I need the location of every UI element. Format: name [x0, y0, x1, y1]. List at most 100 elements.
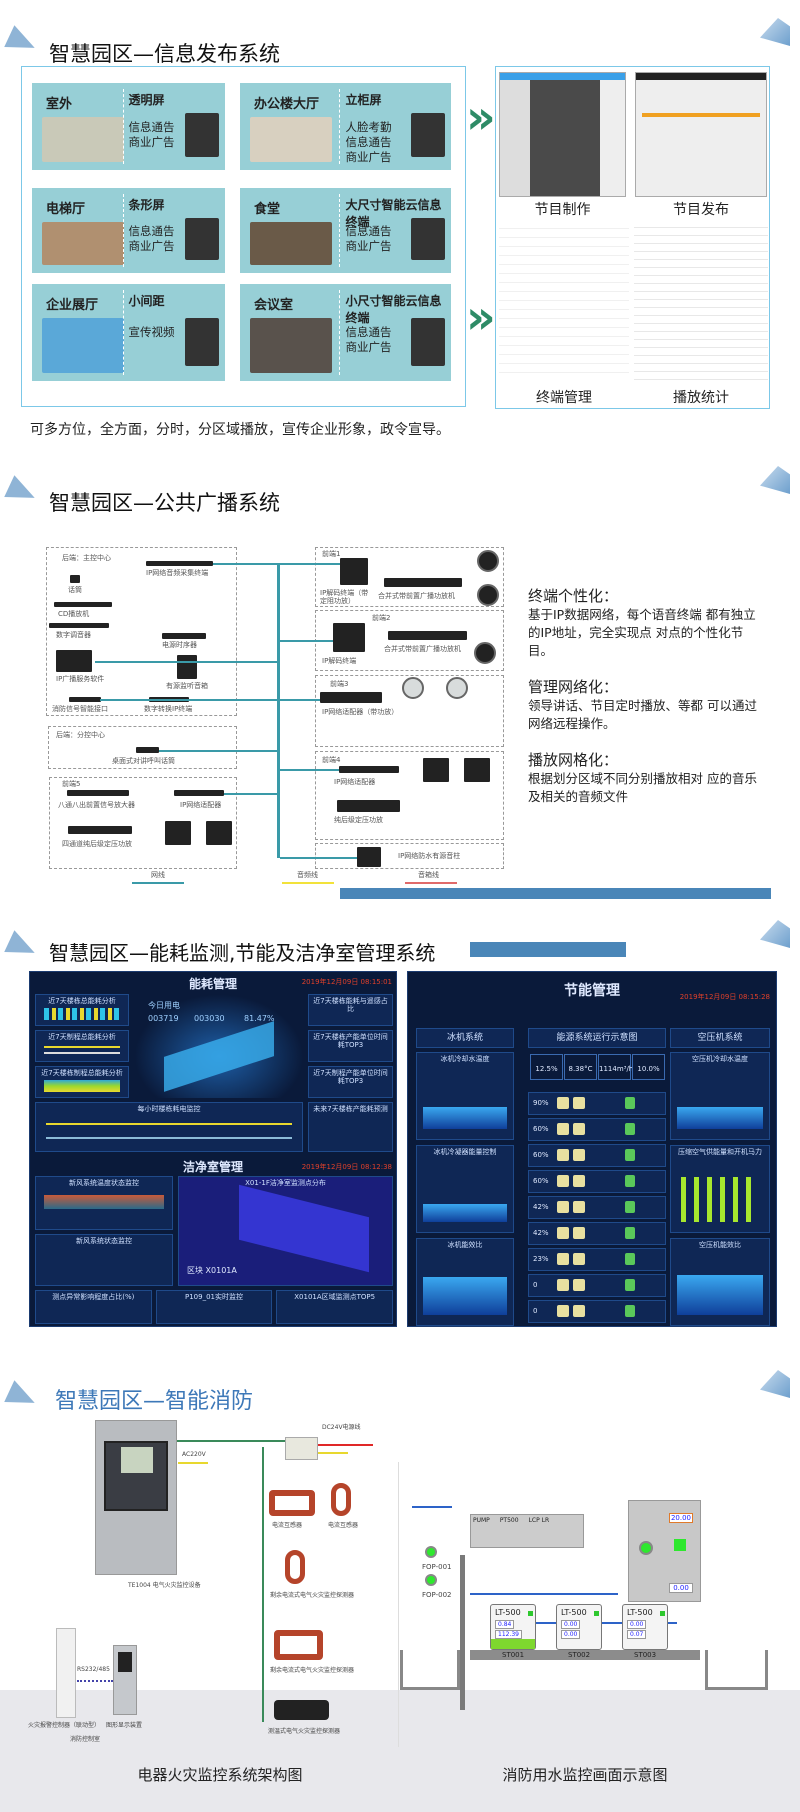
tank-name: LT-500 [495, 1608, 521, 1617]
row-load: 42% [533, 1203, 549, 1211]
card-desc: 信息通告商业广告 [129, 120, 175, 150]
screen-label-program-publish: 节目发布 [673, 202, 729, 218]
chart-panel: 近7天楼栋总能耗分析 [35, 994, 129, 1026]
chart-panel: 冰机冷凝器能量控制 [416, 1145, 514, 1233]
row-load: 42% [533, 1229, 549, 1237]
panel-title: 冰机能效比 [447, 1241, 483, 1249]
audio-device [339, 766, 399, 773]
kpi-tile: 10.0% [632, 1054, 665, 1080]
decor-triangle-icon [4, 1380, 40, 1414]
chart-panel: X0101A区域监测点TOP5 [276, 1290, 394, 1324]
diagram-label: 前端1 [322, 550, 341, 558]
decor-triangle-icon [4, 930, 40, 964]
panel-title: 冰机冷凝器能量控制 [433, 1148, 497, 1156]
dashboard-date: 2019年12月09日 08:15:28 [679, 993, 770, 1001]
usage-value: 003719 [148, 1014, 179, 1023]
network-line [280, 857, 357, 859]
card-desc-line: 宣传视频 [128, 324, 175, 339]
rs485-line [77, 1680, 113, 1682]
diagram-label: IP网络适配器 [334, 778, 376, 786]
diagram-label: IP解码终端 [322, 657, 357, 665]
residual-detector-2 [274, 1630, 323, 1660]
tank-name: LT-500 [627, 1608, 653, 1617]
equipment-row: 42% [528, 1196, 666, 1219]
caption-water-monitor: 消防用水监控画面示意图 [502, 1766, 668, 1784]
panel-title: 测点异常影响程度占比(%) [52, 1293, 135, 1301]
card-desc: 信息通告商业广告 [346, 224, 392, 254]
network-line [95, 661, 277, 663]
riser-pipe [460, 1555, 465, 1710]
temperature-detector [274, 1700, 329, 1720]
display-device-image [411, 217, 445, 261]
fire-monitor-cabinet [95, 1420, 177, 1575]
speaker-icon [477, 584, 499, 606]
dashboard-date: 2019年12月09日 08:15:01 [301, 978, 392, 986]
column-header: 空压机系统 [670, 1028, 770, 1048]
tank-volume: 0.07 [627, 1630, 647, 1639]
clean-room-title: 洁净室管理 [182, 1160, 243, 1174]
network-line [280, 769, 339, 771]
audio-device [384, 578, 462, 587]
chart-panel: P109_01实时监控 [155, 1290, 273, 1324]
diagram-label: 前端3 [330, 680, 349, 688]
diagram-label: 合并式带前置广播功放机 [384, 645, 461, 653]
audio-device [333, 623, 365, 652]
chart-panel: 每小时楼栋耗电监控 [35, 1102, 303, 1152]
signal-line [262, 1447, 264, 1722]
network-line [159, 750, 277, 752]
screen-label-playback-stats: 播放统计 [673, 390, 729, 406]
dashboard-title: 能耗管理 [188, 977, 237, 991]
tank-label: ST001 [502, 1651, 525, 1659]
column-title: 空压机系统 [697, 1033, 743, 1043]
feature-playback: 播放网格化：根据划分区域不同分别播放相对 应的音乐及相关的音频文件 [528, 749, 758, 806]
diagram-label: IP网络适配器 [180, 801, 222, 809]
column-title: 冰机系统 [446, 1033, 483, 1043]
panel-title: 近7天楼栋能耗与遥感占比 [313, 997, 388, 1013]
diagram-label: 后端：主控中心 [62, 554, 111, 562]
diagram-label: IP网络适配器（带功放） [322, 708, 399, 716]
diagram-label: 前端5 [62, 780, 81, 788]
decor-blue-bar [470, 942, 626, 957]
audio-device [357, 847, 381, 867]
card-desc-line: 商业广告 [128, 238, 175, 253]
fire-diagram-label: 剩余电流式电气火灾监控探测器 [270, 1667, 355, 1674]
screen-label-program-editor: 节目制作 [534, 202, 591, 218]
energy-dashboard: 能耗管理 2019年12月09日 08:15:01 近7天楼栋总能耗分析 近7天… [29, 971, 397, 1327]
fire-diagram-label: 测温式电气火灾监控探测器 [268, 1728, 341, 1735]
card-place: 电梯厅 [46, 202, 86, 217]
current-transformer-round [331, 1483, 351, 1516]
clean-room-shape [239, 1184, 369, 1273]
fire-diagram-label: DC24V电源线 [322, 1424, 361, 1431]
chart-panel: 新风系统温度状态监控 [35, 1176, 173, 1230]
legend-line [132, 882, 184, 884]
broadcast-features: 终端个性化：基于IP数据网络，每个语音终端 都有独立的IP地址，完全实现点 对点… [528, 585, 758, 806]
scene-photo [42, 222, 124, 265]
panel-title: X0101A区域监测点TOP5 [294, 1293, 376, 1301]
water-pipe [527, 1622, 677, 1624]
audio-device [49, 623, 109, 628]
chevron-right-icon: » [466, 290, 496, 344]
panel-title: 新风系统温度状态监控 [69, 1179, 139, 1187]
scenario-card: 室外 透明屏 信息通告商业广告 [32, 83, 225, 170]
display-device-image [185, 113, 219, 157]
scenario-card: 会议室 小尺寸智能云信息终端 信息通告商业广告 [240, 284, 451, 381]
diagram-label: 音频线 [297, 871, 318, 879]
tank-volume: 0.00 [561, 1630, 581, 1639]
card-desc-line: 信息通告 [345, 134, 392, 149]
clean-room-3d-map: X01-1F洁净室监测点分布 区块 X0101A [178, 1176, 393, 1286]
panel-title: 近7天楼栋产能单位时间耗TOP3 [313, 1033, 388, 1049]
water-pipe [470, 1593, 618, 1595]
section-title-energy: 智慧园区—能耗监测,节能及洁净室管理系统 [49, 941, 436, 965]
clean-room-date: 2019年12月09日 08:12:38 [301, 1163, 392, 1171]
fire-diagram-label: TE1004 电气火灾监控设备 [128, 1582, 201, 1589]
setpoint-value[interactable]: 20.00 [669, 1513, 693, 1523]
graphic-display-device [113, 1645, 137, 1715]
terminal-management-screenshot [499, 220, 629, 380]
diagram-label: 前端2 [372, 614, 391, 622]
tank-level: 0.00 [561, 1620, 581, 1629]
card-screen-type: 条形屏 [128, 198, 165, 212]
chart-panel: 冰机冷却水温度 [416, 1052, 514, 1140]
column-header: 冰机系统 [416, 1028, 514, 1048]
equipment-row: 0 [528, 1274, 666, 1297]
card-screen-type: 小尺寸智能云信息终端 [345, 294, 442, 325]
